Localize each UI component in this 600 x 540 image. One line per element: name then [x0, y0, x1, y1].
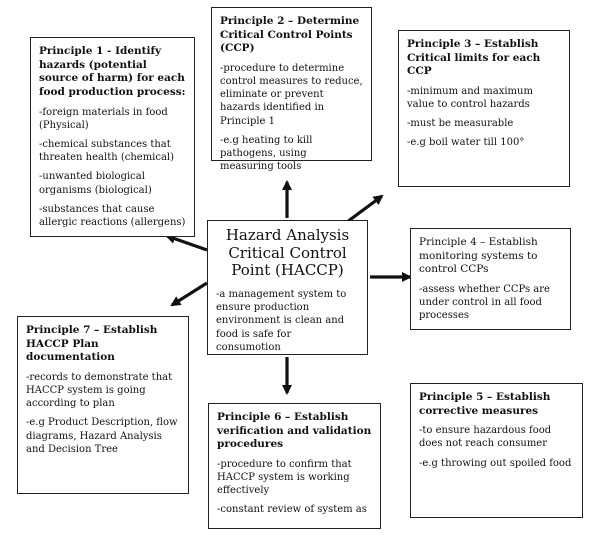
principle-6-item: -procedure to confirm that HACCP system … [217, 458, 352, 497]
haccp-title: Hazard Analysis Critical Control Point (… [225, 226, 350, 280]
principle-1-item: -chemical substances that threaten healt… [39, 138, 175, 164]
principle-2-title: Principle 2 – Determine Critical Control… [220, 15, 360, 55]
arrow-to-principle-1 [165, 233, 208, 252]
principle-4-item: -assess whether CCPs are under control i… [419, 283, 550, 322]
principle-3-item: -e.g boil water till 100° [407, 137, 525, 149]
principle-1-title: Principle 1 - Identify hazards (potentia… [39, 45, 186, 98]
principle-1-item: -unwanted biological organisms (biologic… [39, 171, 152, 196]
principle-6-title: Principle 6 – Establish verification and… [217, 411, 372, 451]
principle-7-title: Principle 7 – Establish HACCP Plan docum… [26, 324, 158, 364]
principle-5-item: -to ensure hazardous food does not reach… [419, 425, 552, 450]
principle-7-item: -records to demonstrate that HACCP syste… [26, 371, 173, 410]
principle-6-box: Principle 6 – Establish verification and… [208, 403, 381, 529]
principle-3-item: -minimum and maximum value to control ha… [407, 85, 533, 111]
principle-1-item: -foreign materials in food (Physical) [39, 106, 168, 131]
principle-1-item: -substances that cause allergic reaction… [39, 203, 186, 228]
principle-4-box: Principle 4 – Establish monitoring syste… [410, 228, 571, 330]
principle-5-item: -e.g throwing out spoiled food [419, 457, 572, 469]
principle-5-box: Principle 5 – Establish corrective measu… [410, 383, 583, 518]
principle-7-box: Principle 7 – Establish HACCP Plan docum… [17, 316, 189, 494]
principle-3-item: -must be measurable [407, 118, 514, 130]
arrow-to-principle-7 [170, 281, 208, 307]
principle-4-title: Principle 4 – Establish monitoring syste… [419, 236, 538, 276]
principle-7-item: -e.g Product Description, flow diagrams,… [26, 417, 178, 455]
principle-3-box: Principle 3 – Establish Critical limits … [398, 30, 570, 187]
principle-2-item: -procedure to determine control measures… [220, 62, 363, 127]
principle-5-title: Principle 5 – Establish corrective measu… [419, 391, 551, 417]
principle-2-box: Principle 2 – Determine Critical Control… [211, 7, 372, 172]
haccp-central-box: Hazard Analysis Critical Control Point (… [207, 220, 368, 355]
principle-2-item: -e.g heating to kill pathogens, using me… [220, 134, 313, 173]
haccp-description: -a management system to ensure productio… [216, 289, 347, 353]
arrow-to-principle-3 [346, 194, 384, 224]
principle-3-title: Principle 3 – Establish Critical limits … [407, 38, 541, 78]
principle-6-item: -constant review of system as [217, 504, 367, 516]
principle-1-box: Principle 1 - Identify hazards (potentia… [30, 37, 195, 237]
